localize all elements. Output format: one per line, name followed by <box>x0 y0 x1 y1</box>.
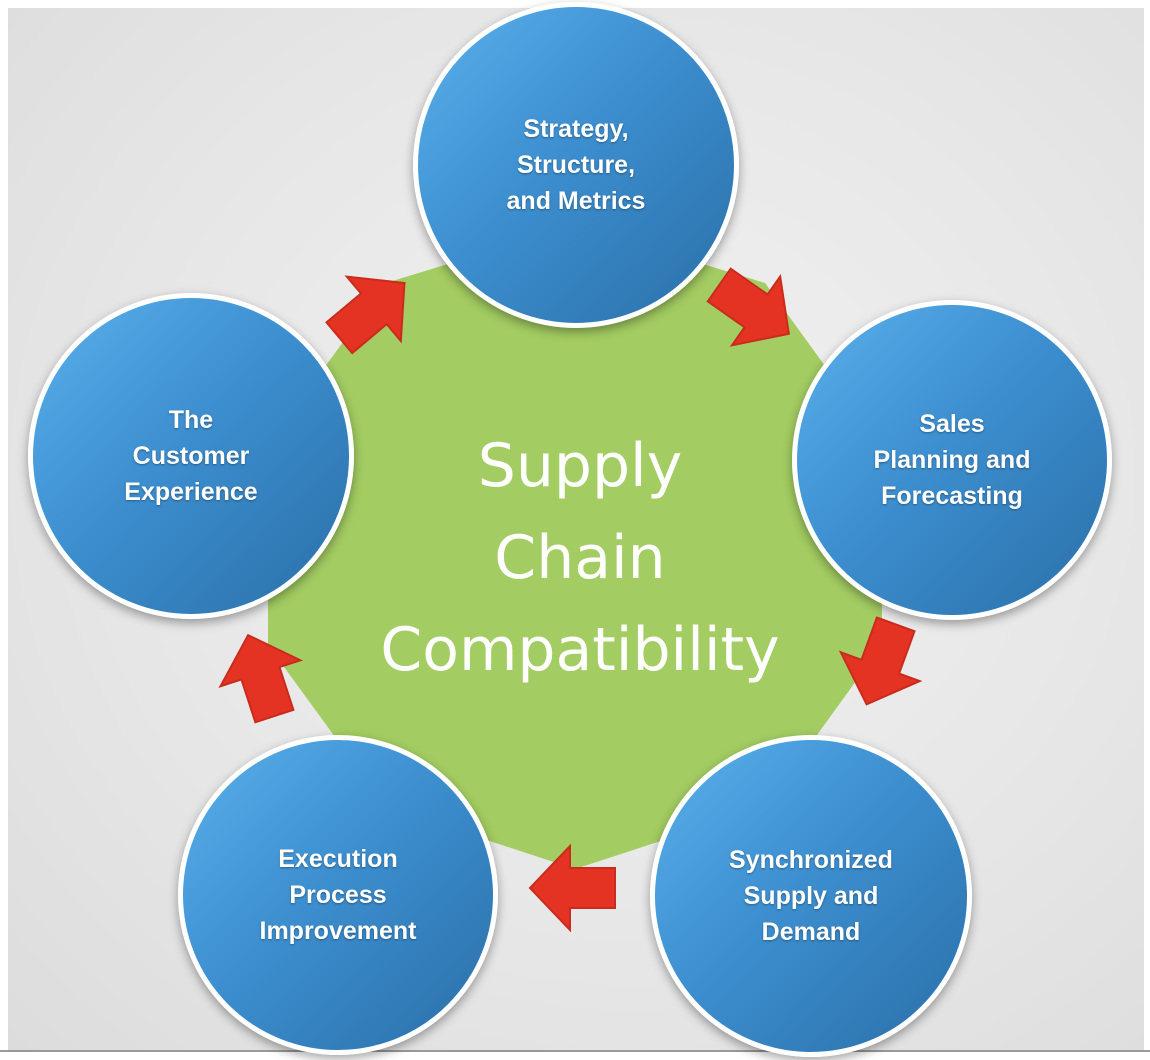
arrow-bottom-right-to-bottom-left <box>528 843 616 933</box>
node-label: Execution Process Improvement <box>259 845 417 945</box>
node-synchronized-supply-demand: Synchronized Supply and Demand <box>650 735 972 1057</box>
center-title-line3: Compatibility <box>380 615 780 685</box>
node-label: Strategy, Structure, and Metrics <box>506 115 646 215</box>
node-label: The Customer Experience <box>124 406 258 506</box>
hub-polygon <box>268 225 882 869</box>
node-label: Sales Planning and Forecasting <box>873 410 1031 510</box>
arrow-bottom-left-to-left <box>218 633 304 724</box>
center-title-line2: Chain <box>494 523 666 593</box>
node-customer-experience: The Customer Experience <box>28 293 354 619</box>
divider <box>0 1050 1150 1052</box>
node-execution-process-improvement: Execution Process Improvement <box>178 735 498 1055</box>
arrow-top-to-right <box>706 267 790 347</box>
center-title: Supply Chain Compatibility <box>330 420 830 696</box>
node-sales-planning-forecasting: Sales Planning and Forecasting <box>792 300 1112 620</box>
arrow-right-to-bottom-right <box>838 616 923 706</box>
node-label: Synchronized Supply and Demand <box>729 846 893 946</box>
node-strategy-structure-metrics: Strategy, Structure, and Metrics <box>413 2 739 328</box>
arrow-left-to-top <box>325 275 406 355</box>
center-title-line1: Supply <box>477 431 683 501</box>
